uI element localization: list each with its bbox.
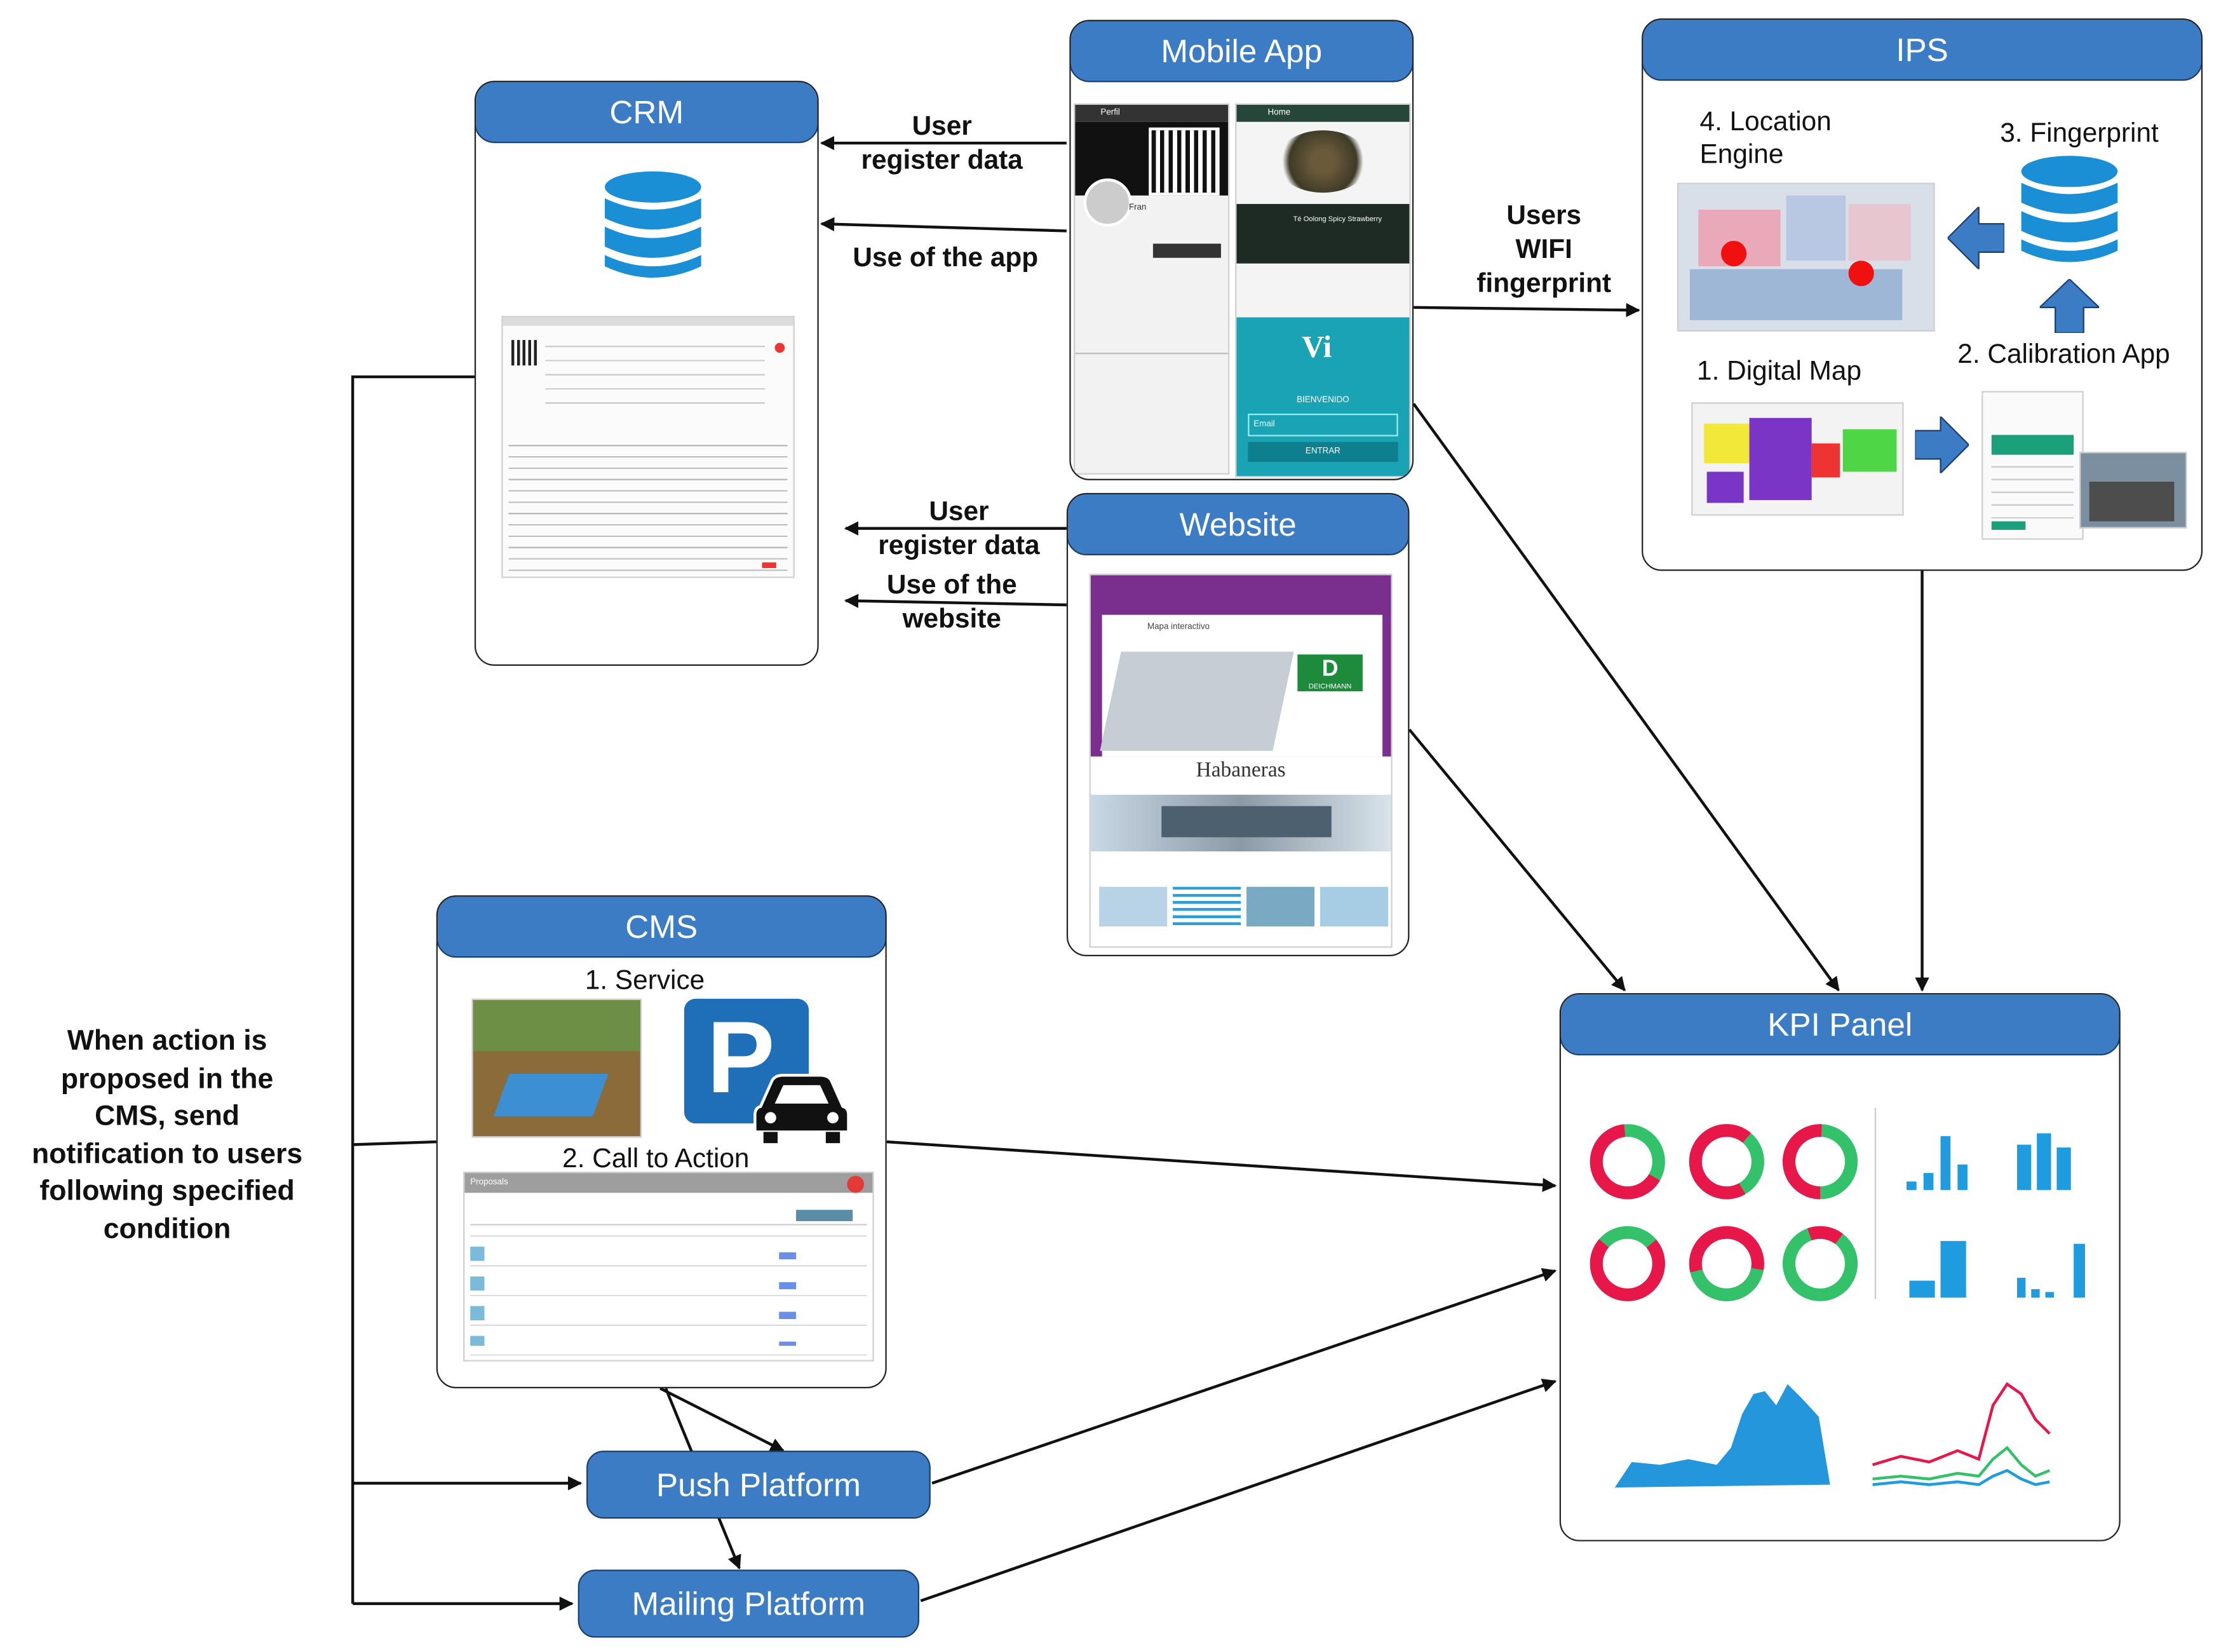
parking-icon: P xyxy=(684,998,809,1124)
profile-screen: Perfil Fran xyxy=(1074,103,1230,475)
deichmann-logo: D xyxy=(1297,654,1363,692)
interactive-map-title: Mapa interactivo xyxy=(1147,623,1210,632)
arrow-left-icon xyxy=(1947,207,2004,269)
profile-screen-title: Perfil xyxy=(1075,104,1229,122)
avatar xyxy=(1083,178,1132,227)
fingerprint-label: 3. Fingerprint xyxy=(2000,119,2159,149)
service-photo xyxy=(471,998,642,1138)
proposals-title: Proposals xyxy=(464,1173,873,1193)
location-engine-map xyxy=(1677,182,1935,332)
calibration-photo xyxy=(2079,452,2187,529)
home-screen: Home Té Oolong Spicy Strawberry Vi BIENV… xyxy=(1235,103,1411,478)
enter-button[interactable]: ENTRAR xyxy=(1248,442,1398,462)
mailing-platform-box: Mailing Platform xyxy=(577,1569,920,1638)
line-chart xyxy=(1872,1382,2051,1486)
calibration-app-label: 2. Calibration App xyxy=(1957,340,2170,370)
arrow-cms-to-kpi xyxy=(886,1140,1557,1192)
proposals-screenshot: Proposals xyxy=(463,1171,874,1362)
email-input[interactable]: Email xyxy=(1248,414,1398,437)
service-label: 1. Service xyxy=(584,966,705,996)
arrow-app-to-ips xyxy=(1414,302,1640,318)
home-screen-title: Home xyxy=(1236,104,1410,122)
habaneras-logo: Habaneras xyxy=(1196,759,1286,782)
profile-user-name: Fran xyxy=(1128,204,1147,213)
donut-chart xyxy=(1782,1226,1858,1301)
website-screenshot: Mapa interactivo D DEICHMANN Habaneras xyxy=(1089,573,1393,948)
arrow-up-icon xyxy=(2039,279,2100,333)
arrow-web-to-kpi xyxy=(1408,728,1626,992)
ips-box: IPS 4. Location Engine 3. Fingerprint 2.… xyxy=(1642,18,2203,571)
location-engine-label: 4. Location Engine xyxy=(1699,107,1832,170)
add-proposal-button[interactable] xyxy=(847,1175,865,1193)
website-box: Website Mapa interactivo D DEICHMANN Hab… xyxy=(1066,492,1410,956)
label-use-of-app: Use of the app xyxy=(853,243,1039,274)
label-cms-notification: When action is proposed in the CMS, send… xyxy=(32,1026,303,1245)
arrow-mailing-to-kpi xyxy=(920,1378,1557,1602)
label-user-register-data-app: User register data xyxy=(861,112,1023,176)
crm-box: CRM xyxy=(474,81,819,666)
line-cms-feedback xyxy=(353,1140,436,1146)
area-chart xyxy=(1614,1384,1830,1488)
crm-title: CRM xyxy=(476,82,818,144)
product-name: Té Oolong Spicy Strawberry xyxy=(1236,204,1410,264)
bar-charts xyxy=(1907,1133,2085,1298)
qr-code-icon xyxy=(511,340,537,366)
arrow-web-to-crm-usage xyxy=(844,593,1067,608)
call-to-action-label: 2. Call to Action xyxy=(562,1144,750,1175)
welcome-text: BIENVENIDO xyxy=(1297,396,1349,405)
mobile-app-title: Mobile App xyxy=(1070,21,1412,83)
search-input[interactable] xyxy=(470,1207,867,1226)
database-icon xyxy=(2021,156,2118,262)
label-use-of-website: Use of the website xyxy=(886,571,1017,635)
website-title: Website xyxy=(1068,494,1408,556)
label-user-register-data-web: User register data xyxy=(878,497,1040,561)
digital-map-image xyxy=(1691,402,1904,516)
push-platform-box: Push Platform xyxy=(586,1451,931,1519)
kpi-panel-box: KPI Panel xyxy=(1559,992,2121,1541)
cms-title: CMS xyxy=(437,897,886,958)
tea-image xyxy=(1276,130,1370,193)
arrow-app-to-crm-usage xyxy=(820,217,1067,233)
deichmann-name: DEICHMANN xyxy=(1308,682,1352,692)
line-crm-feedback xyxy=(351,375,475,1604)
cms-box: CMS 1. Service P 2. Call to Action Propo… xyxy=(436,895,887,1389)
label-users-wifi-fingerprint: Users WIFI fingerprint xyxy=(1476,201,1612,299)
crm-screenshot xyxy=(501,316,795,578)
parking-letter: P xyxy=(706,1001,775,1115)
kpi-dashboard xyxy=(1590,1107,2085,1488)
kpi-panel-title: KPI Panel xyxy=(1561,994,2119,1056)
calibration-app-screen xyxy=(1981,391,2084,540)
brand-logo: Vi xyxy=(1302,328,1332,365)
qr-code-icon xyxy=(1149,127,1220,196)
ips-title: IPS xyxy=(1643,20,2201,81)
mobile-app-box: Mobile App Perfil Fran Home Té Oolong Sp… xyxy=(1069,20,1414,480)
digital-map-label: 1. Digital Map xyxy=(1697,356,1862,387)
arrow-cms-to-push xyxy=(659,1387,785,1452)
arrow-right-icon xyxy=(1915,416,1969,473)
arrow-push-to-kpi xyxy=(931,1268,1557,1485)
car-icon xyxy=(753,1074,850,1144)
database-icon xyxy=(605,171,701,278)
arrow-app-to-kpi xyxy=(1412,403,1840,992)
